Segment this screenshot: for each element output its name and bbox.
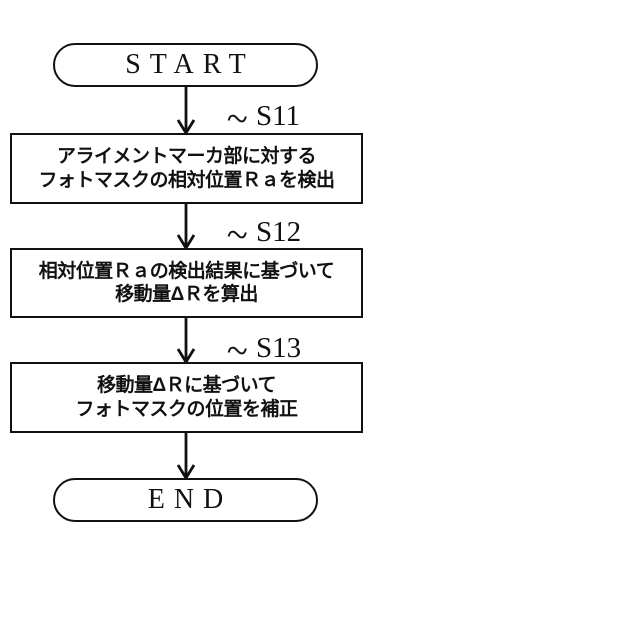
start-terminal: START: [53, 43, 318, 87]
process-box-s13: 移動量ΔＲに基づいて フォトマスクの位置を補正: [10, 362, 363, 433]
end-terminal: END: [53, 478, 318, 522]
step-id-s11: S11: [256, 100, 301, 132]
process-text-line: アライメントマーカ部に対する: [56, 146, 317, 167]
process-text-line: フォトマスクの相対位置Ｒａを検出: [38, 169, 335, 191]
arrow-s11-to-s12: [176, 204, 196, 250]
process-text-line: 移動量ΔＲに基づいて: [96, 375, 277, 396]
leader-squiggle: ~: [224, 96, 251, 142]
start-label: START: [125, 49, 255, 80]
leader-squiggle: ~: [224, 212, 251, 258]
step-id-s13: S13: [256, 332, 302, 364]
arrow-s13-to-end: [176, 433, 196, 480]
process-box-s12: 相対位置Ｒａの検出結果に基づいて 移動量ΔＲを算出: [10, 248, 363, 318]
arrow-start-to-s11: [176, 87, 196, 135]
end-label: END: [147, 484, 233, 515]
process-text-line: 相対位置Ｒａの検出結果に基づいて: [38, 260, 335, 282]
process-text-line: 移動量ΔＲを算出: [115, 284, 258, 305]
arrow-s12-to-s13: [176, 318, 196, 364]
step-id-s12: S12: [256, 216, 302, 248]
process-text-line: フォトマスクの位置を補正: [75, 398, 298, 420]
process-box-s11: アライメントマーカ部に対する フォトマスクの相対位置Ｒａを検出: [10, 133, 363, 204]
